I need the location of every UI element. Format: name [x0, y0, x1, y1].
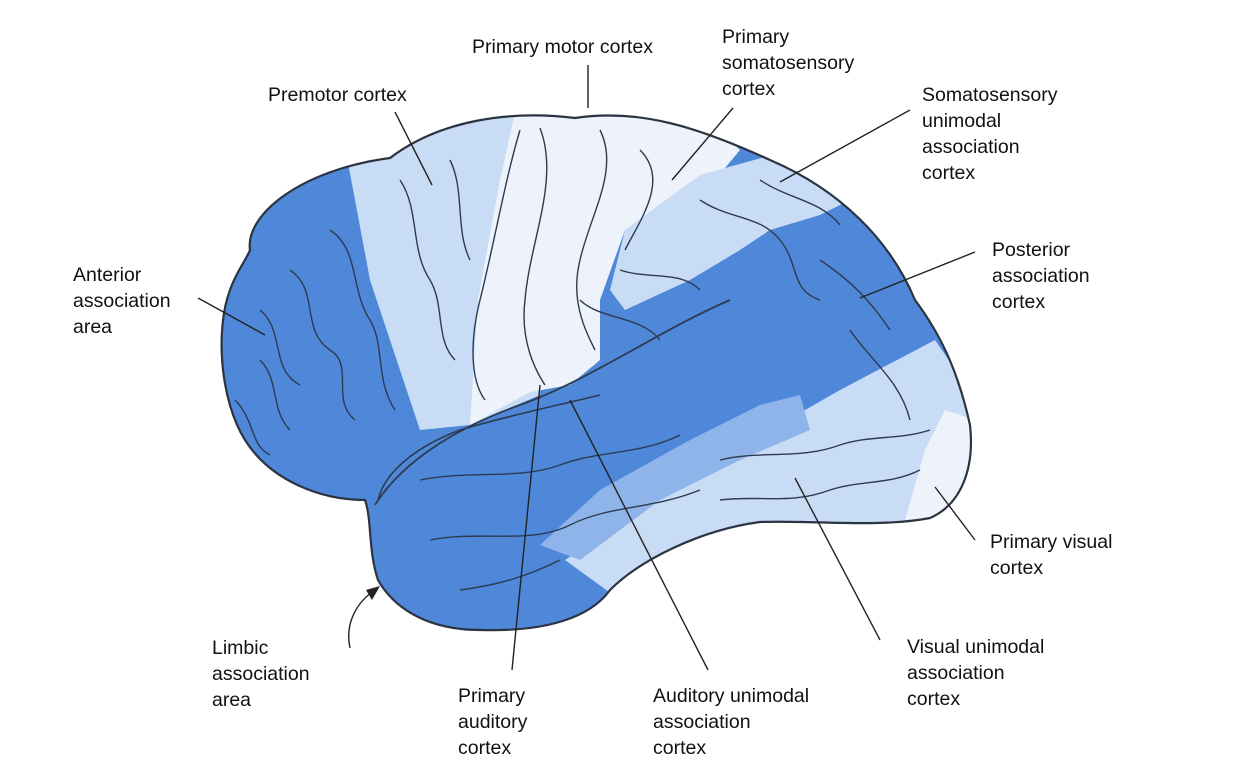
region-primary-motor — [470, 115, 740, 425]
cortex-regions — [221, 115, 971, 631]
brain-outline — [220, 114, 972, 632]
region-somatosensory-unimodal — [610, 150, 860, 310]
leader-primary-somatosensory — [671, 107, 734, 181]
label-auditory-unimodal: Auditory unimodal association cortex — [653, 685, 810, 759]
sulci — [234, 127, 931, 591]
label-primary-somatosensory: Primary somatosensory cortex — [722, 26, 855, 100]
label-posterior-association: Posterior association cortex — [992, 239, 1090, 313]
leader-premotor — [394, 111, 433, 186]
limbic-arrowhead — [366, 586, 380, 600]
label-primary-auditory: Primary auditory cortex — [458, 685, 528, 759]
leader-limbic-arrow — [348, 591, 373, 649]
region-auditory-unimodal — [540, 395, 810, 560]
leader-somatosensory-unimodal — [779, 109, 911, 183]
label-visual-unimodal: Visual unimodal association cortex — [907, 636, 1045, 710]
leader-primary-auditory — [511, 384, 541, 671]
leader-anterior-association — [197, 297, 266, 336]
leader-primary-visual — [934, 486, 976, 541]
label-premotor: Premotor cortex — [268, 84, 407, 106]
label-primary-visual: Primary visual cortex — [990, 531, 1113, 579]
temporal-lobe-edge — [377, 394, 601, 501]
label-somatosensory-unimodal: Somatosensory unimodal association corte… — [922, 84, 1058, 184]
label-limbic-association: Limbic association area — [212, 637, 310, 711]
sylvian-fissure — [374, 299, 731, 506]
label-anterior-association: Anterior association area — [73, 264, 171, 338]
leader-auditory-unimodal — [569, 399, 709, 671]
leader-posterior-association — [859, 251, 976, 299]
leader-visual-unimodal — [794, 477, 881, 641]
label-primary-motor: Primary motor cortex — [472, 36, 653, 58]
leader-lines — [197, 65, 976, 671]
